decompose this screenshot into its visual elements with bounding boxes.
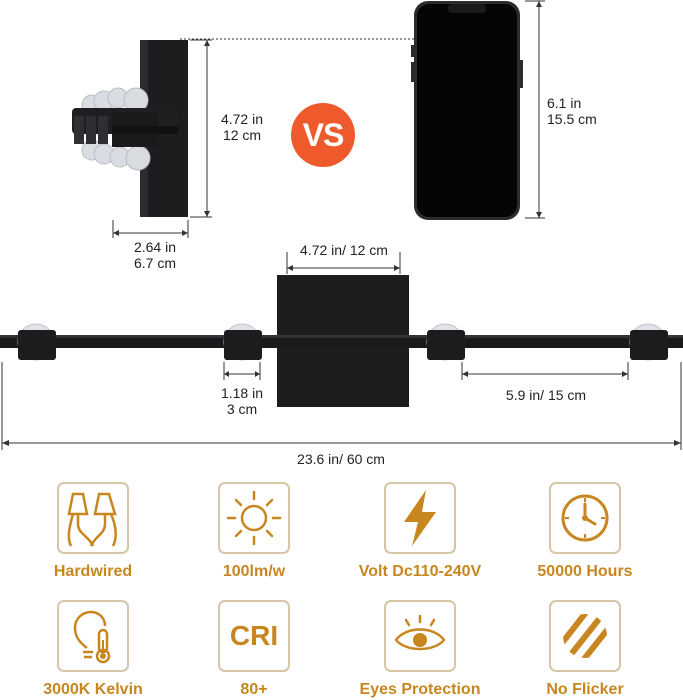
feature-cri: CRI bbox=[218, 600, 290, 672]
feature-lifespan bbox=[549, 482, 621, 554]
feature-hardwired bbox=[57, 482, 129, 554]
hardwired-wires-icon bbox=[67, 492, 117, 547]
fixture-front-view bbox=[0, 252, 683, 450]
feature-efficiency bbox=[218, 482, 290, 554]
feature-voltage-label: Volt Dc110-240V bbox=[358, 563, 482, 580]
bulb-4 bbox=[629, 323, 668, 361]
phone-height-label: 6.1 in 15.5 cm bbox=[547, 95, 597, 127]
feature-hardwired-label: Hardwired bbox=[53, 563, 133, 580]
bulb-2 bbox=[223, 323, 262, 361]
feature-eye-protection bbox=[384, 600, 456, 672]
plate-width-label: 4.72 in/ 12 cm bbox=[300, 242, 388, 258]
feature-eye-protection-label: Eyes Protection bbox=[359, 681, 481, 698]
feature-cri-label: 80+ bbox=[240, 681, 268, 698]
lightning-bolt-icon bbox=[404, 490, 436, 546]
eye-icon bbox=[394, 614, 446, 651]
feature-no-flicker bbox=[549, 600, 621, 672]
fixture-height-label: 4.72 in 12 cm bbox=[220, 111, 264, 143]
bulb-width-label: 1.18 in 3 cm bbox=[220, 385, 264, 417]
feature-no-flicker-label: No Flicker bbox=[546, 681, 624, 698]
bulb-3 bbox=[426, 323, 465, 361]
vs-badge: VS bbox=[291, 103, 355, 167]
feature-kelvin bbox=[57, 600, 129, 672]
stripes-icon bbox=[563, 614, 607, 658]
bulb-spacing-label: 5.9 in/ 15 cm bbox=[505, 387, 587, 403]
fixture-side-view bbox=[72, 0, 545, 238]
sun-icon bbox=[226, 490, 282, 546]
total-length-label: 23.6 in/ 60 cm bbox=[297, 451, 385, 467]
bulb-1 bbox=[17, 323, 56, 361]
feature-kelvin-label: 3000K Kelvin bbox=[43, 681, 143, 698]
bulb-thermometer-icon bbox=[73, 610, 111, 664]
fixture-depth-label: 2.64 in 6.7 cm bbox=[133, 239, 177, 271]
feature-voltage bbox=[384, 482, 456, 554]
feature-lifespan-label: 50000 Hours bbox=[537, 563, 633, 580]
clock-icon bbox=[561, 494, 609, 542]
phone-illustration bbox=[411, 1, 523, 220]
feature-efficiency-label: 100lm/w bbox=[222, 563, 286, 580]
cri-text-icon: CRI bbox=[229, 620, 279, 651]
